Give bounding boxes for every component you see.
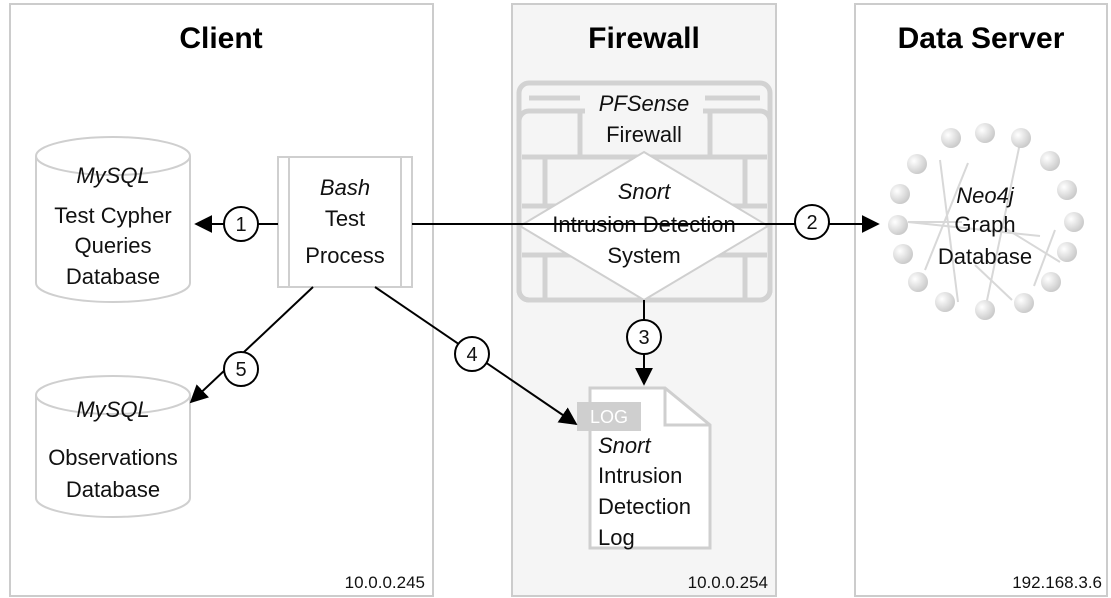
mysql-queries-database: [35, 136, 191, 303]
neo4j-line-1: Graph: [954, 212, 1015, 237]
step-4-marker: 4: [454, 336, 490, 372]
log-tag: LOG: [590, 407, 628, 427]
neo4j-graph-icon: [888, 123, 1084, 320]
queries-db-name: MySQL: [76, 163, 149, 188]
bash-name: Bash: [320, 175, 370, 200]
queries-db-line-1: Test Cypher: [54, 203, 171, 228]
queries-db-line-3: Database: [66, 264, 160, 289]
step-3-marker: 3: [626, 319, 662, 355]
obs-db-name: MySQL: [76, 397, 149, 422]
pfsense-name: PFSense: [599, 91, 690, 116]
step-1-marker: 1: [223, 206, 259, 242]
log-line-1: Intrusion: [598, 463, 682, 488]
zone-server: Data Server 192.168.3.6: [854, 3, 1108, 597]
mysql-observations-database: [35, 375, 191, 518]
step-4-label: 4: [466, 344, 477, 366]
zone-client-title: Client: [179, 22, 262, 55]
zone-firewall-ip: 10.0.0.254: [688, 573, 768, 592]
obs-db-line-1: Observations: [48, 445, 178, 470]
obs-db-line-2: Database: [66, 477, 160, 502]
bash-test-process: [277, 156, 413, 288]
log-line-2: Detection: [598, 494, 691, 519]
step-5-marker: 5: [223, 351, 259, 387]
snort-name: Snort: [618, 179, 671, 204]
snort-log-document: LOG: [577, 386, 712, 550]
log-tag-icon: [577, 402, 641, 431]
log-name: Snort: [598, 433, 651, 458]
queries-db-line-2: Queries: [74, 233, 151, 258]
bash-line-2: Process: [305, 243, 384, 268]
zone-firewall-title: Firewall: [588, 22, 700, 55]
step-2-label: 2: [806, 212, 817, 234]
bash-line-1: Test: [325, 206, 365, 231]
zone-server-title: Data Server: [898, 22, 1065, 55]
zone-client-ip: 10.0.0.245: [345, 573, 425, 592]
step-3-label: 3: [638, 327, 649, 349]
snort-label-line-2: System: [607, 243, 680, 268]
edge-5: [189, 286, 314, 404]
neo4j-line-2: Database: [938, 244, 1032, 269]
zone-server-ip: 192.168.3.6: [1012, 573, 1102, 592]
neo4j-name: Neo4j: [956, 183, 1015, 208]
log-line-3: Log: [598, 525, 635, 550]
step-5-label: 5: [235, 359, 246, 381]
step-1-label: 1: [235, 214, 246, 236]
step-2-marker: 2: [794, 204, 830, 240]
pfsense-label: Firewall: [606, 122, 682, 147]
